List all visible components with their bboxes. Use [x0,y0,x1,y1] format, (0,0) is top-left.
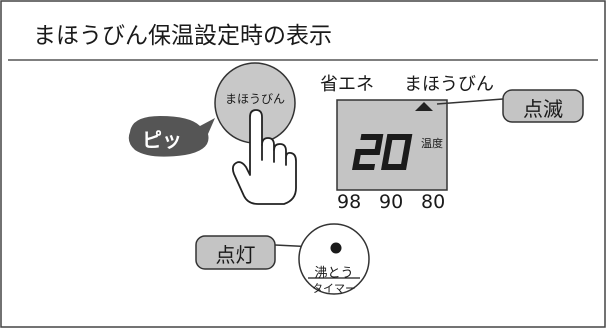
mahobin-button-label: まほうびん [224,92,285,106]
temperature-label: 温度 [421,137,443,150]
eco-indicator-label: 省エネ [320,74,374,95]
boil-timer-bottom-label: タイマー [312,282,356,295]
boil-timer-button-graphic [298,223,370,295]
beep-label: ピッ [142,128,182,152]
temp-scale-80: 80 [421,191,446,213]
blink-callout-line [436,98,504,105]
lcd-display [336,99,448,191]
beep-bubble [128,116,215,157]
temp-scale-98: 98 [337,191,362,213]
blink-triangle-icon [415,102,433,111]
lit-callout-box [195,235,276,270]
lcd-digits-graphic [352,134,413,170]
blink-callout-label: 点滅 [523,97,563,121]
boil-timer-top-label: 沸とう [314,266,354,281]
lit-indicator-dot [330,242,342,254]
mahobin-indicator-label: まほうびん [404,74,494,95]
blink-callout-box [502,89,584,123]
pointing-hand-icon [231,109,297,205]
temp-scale-90: 90 [379,191,404,213]
page-title: まほうびん保温設定時の表示 [33,23,332,49]
lit-callout-label: 点灯 [215,243,256,267]
